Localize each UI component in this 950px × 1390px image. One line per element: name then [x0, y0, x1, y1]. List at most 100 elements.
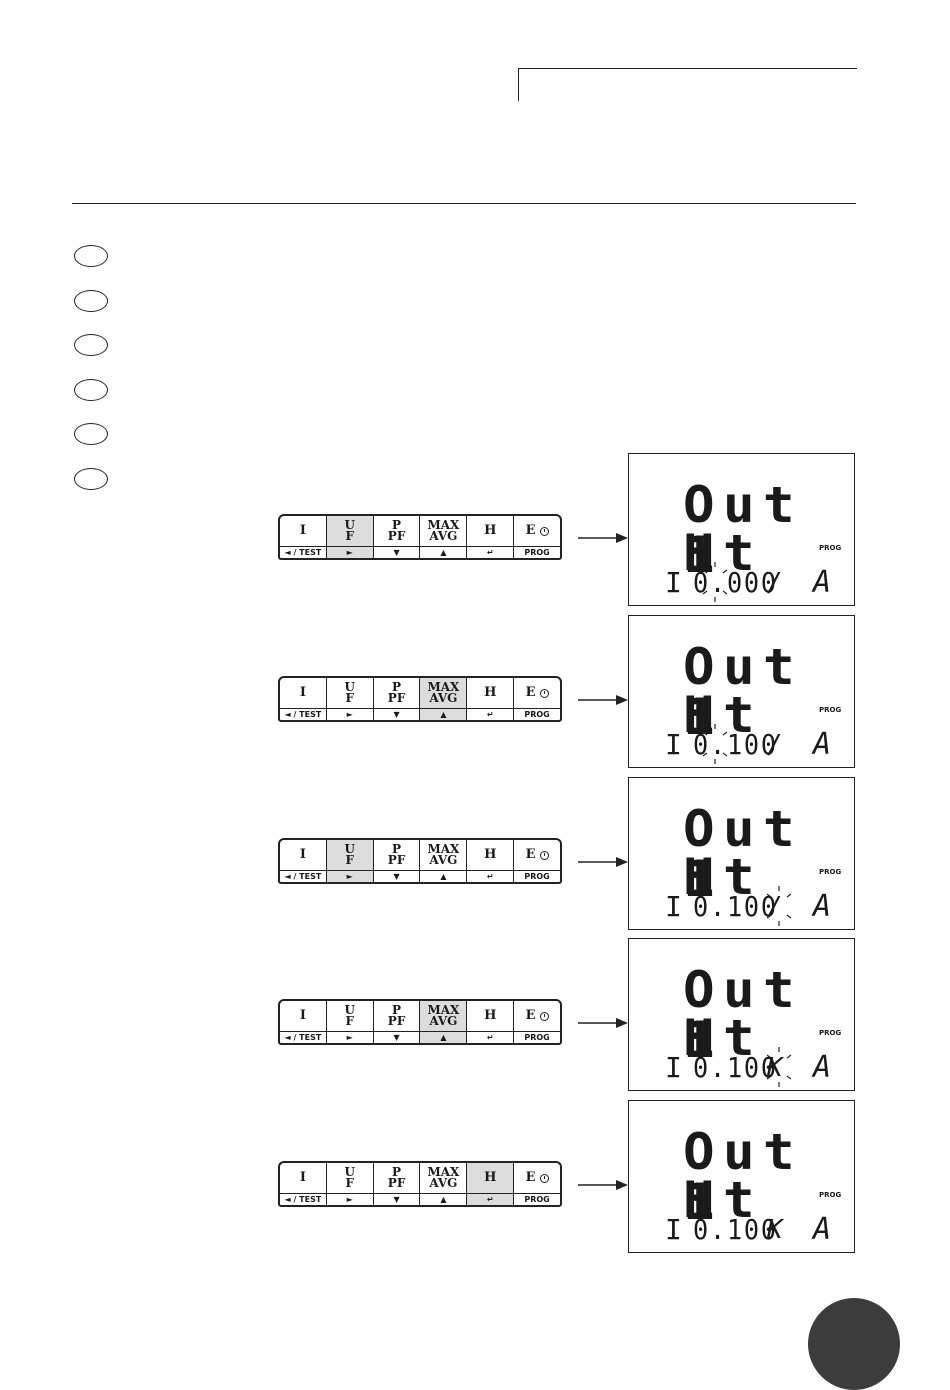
key-label-line: MAX — [427, 1002, 460, 1017]
language-oval — [74, 423, 108, 445]
key-label-line: MAX — [427, 517, 460, 532]
key-label-line: E — [525, 523, 536, 538]
key-label: H — [467, 516, 513, 546]
key-label-line: F — [345, 1014, 354, 1028]
key-sub-label: PROG — [514, 1193, 560, 1205]
clock-icon — [539, 526, 549, 536]
key-label-line: I — [299, 523, 306, 538]
key-label-line: U — [344, 517, 355, 532]
key-label-line: AVG — [429, 529, 458, 543]
blink-indicator-icon — [702, 724, 728, 764]
key-i-button[interactable]: I◄ / TEST — [280, 1163, 327, 1205]
key-h-button[interactable]: H↵ — [467, 840, 515, 882]
key-sub-label: ↵ — [467, 708, 514, 720]
lcd-prog-indicator: PROG — [819, 1029, 842, 1037]
key-sub-label: PROG — [514, 1031, 560, 1043]
key-i-button[interactable]: I◄ / TEST — [280, 1001, 327, 1043]
key-label: E — [514, 1001, 560, 1031]
key-h-button[interactable]: H↵ — [467, 1001, 515, 1043]
key-h-button[interactable]: H↵ — [467, 678, 515, 720]
key-sub-label: ▲ — [420, 708, 467, 720]
key-sub-label: ▲ — [420, 1031, 467, 1043]
key-sub-label: ↵ — [467, 1031, 514, 1043]
key-h-button[interactable]: H↵ — [467, 516, 515, 558]
blink-indicator-icon — [702, 562, 728, 602]
key-sub-label: ↵ — [467, 546, 514, 558]
key-label-line: E — [525, 685, 536, 700]
key-label-line: F — [345, 529, 354, 543]
key-label-line: E — [525, 847, 536, 862]
key-label-line: F — [345, 853, 354, 867]
key-label: E — [514, 678, 560, 708]
key-i-button[interactable]: I◄ / TEST — [280, 840, 327, 882]
lcd-prog-indicator: PROG — [819, 706, 842, 714]
key-sub-label: ↵ — [467, 1193, 514, 1205]
lcd-unit: A — [813, 889, 832, 924]
key-label-line: P — [392, 1002, 402, 1017]
key-h-button[interactable]: H↵ — [467, 1163, 515, 1205]
key-sub-label: ▲ — [420, 546, 467, 558]
lcd-line1: Out 1 — [683, 1123, 804, 1231]
key-sub-label: ► — [326, 1031, 373, 1043]
clock-icon — [539, 1173, 549, 1183]
lcd-multiplier: K — [767, 1053, 783, 1083]
key-e-button[interactable]: E PROG — [514, 840, 560, 882]
key-sub-label: PROG — [514, 870, 560, 882]
key-sub-label: ▲ — [420, 870, 467, 882]
lcd-value-label: I — [665, 1213, 682, 1246]
key-label: H — [467, 1001, 513, 1031]
key-sub-label: ▼ — [373, 708, 420, 720]
arrow-right-icon — [578, 1180, 628, 1190]
header-box — [518, 68, 857, 101]
key-i-button[interactable]: I◄ / TEST — [280, 678, 327, 720]
lcd-line2: Ht — [683, 686, 764, 744]
key-i-button[interactable]: I◄ / TEST — [280, 516, 327, 558]
key-label-line: H — [484, 523, 497, 538]
key-label-line: PF — [387, 853, 406, 867]
key-label-line: H — [484, 847, 497, 862]
key-label-line: AVG — [429, 853, 458, 867]
arrow-right-icon — [578, 695, 628, 705]
key-sub-label: ▼ — [373, 1031, 420, 1043]
key-label-line: H — [484, 1170, 497, 1185]
lcd-line2: Ht — [683, 1171, 764, 1229]
language-markers — [74, 245, 108, 512]
key-sub-label: ► — [326, 1193, 373, 1205]
key-label-line: I — [299, 1008, 306, 1023]
section-rule — [72, 203, 856, 204]
key-label: H — [467, 840, 513, 870]
key-label: E — [514, 1163, 560, 1193]
key-sub-label: ↵ — [467, 870, 514, 882]
